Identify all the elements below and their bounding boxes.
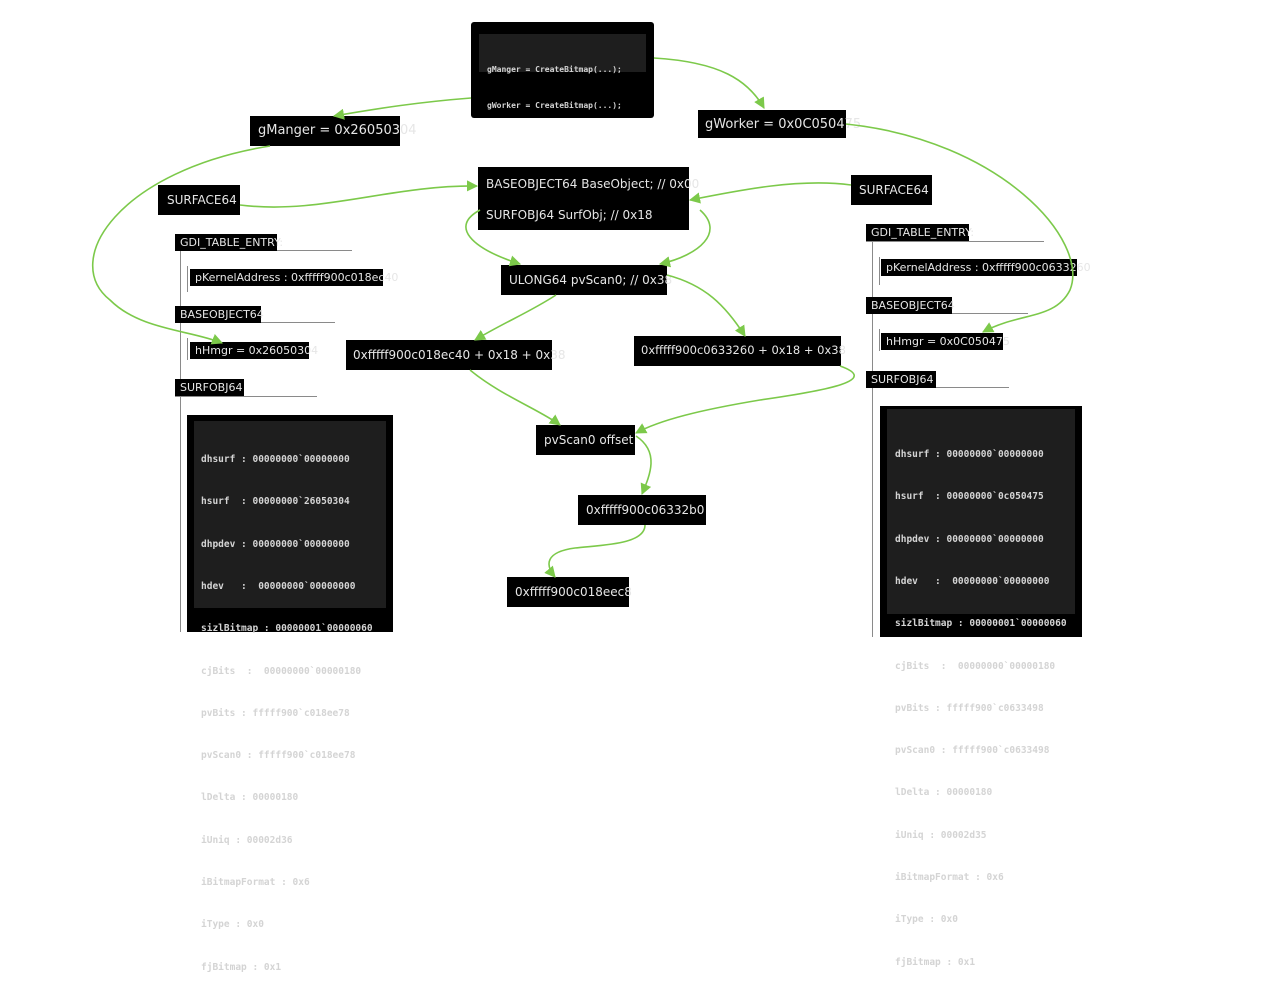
left-dump-dhsurf: dhsurf : 00000000`00000000 (201, 454, 350, 466)
right-baseobject64-label: BASEOBJECT64 (866, 297, 955, 314)
calc-right-node: 0xfffff900c0633260 + 0x18 + 0x38 (634, 336, 846, 366)
right-dump-cjbits: cjBits : 00000000`00000180 (895, 660, 1056, 672)
right-dump-ibitmapformat: iBitmapFormat : 0x6 (895, 872, 1004, 883)
arrow-calc-right-to-offset (635, 365, 855, 434)
surface64-right-node: SURFACE64 (851, 175, 932, 205)
right-dump-sizlbitmap: sizlBitmap : 00000001`00000060 (895, 618, 1067, 630)
code-line-gmanger: gManger = CreateBitmap(...); (487, 65, 622, 74)
left-hhmgr: hHmgr = 0x26050304 (190, 342, 318, 359)
left-dump-itype: iType : 0x0 (201, 919, 264, 931)
arrow-pvscan0-to-calc-right (666, 274, 746, 337)
left-dump-hdev: hdev : 00000000`00000000 (201, 581, 356, 593)
surface-struct-box: BASEOBJECT64 BaseObject; // 0x00 SURFOBJ… (478, 167, 699, 230)
left-dump-cjbits: cjBits : 00000000`00000180 (201, 665, 362, 677)
right-dump-pvbits: pvBits : fffff900`c0633498 (895, 702, 1044, 714)
right-dump-dhsurf: dhsurf : 00000000`00000000 (895, 449, 1044, 461)
right-tree-vline-1 (872, 241, 873, 637)
right-surfobj-dump: dhsurf : 00000000`00000000 hsurf : 00000… (887, 409, 1075, 968)
left-dump-frame: dhsurf : 00000000`00000000 hsurf : 00000… (187, 415, 393, 973)
manager-pvscan0-address-node: 0xfffff900c018eec8 (507, 577, 632, 607)
right-dump-hsurf: hsurf : 00000000`0c050475 (895, 491, 1044, 503)
left-dump-ibitmapformat: iBitmapFormat : 0x6 (201, 877, 310, 888)
left-dump-pvbits: pvBits : fffff900`c018ee78 (201, 707, 350, 719)
worker-pvscan0-address-node: 0xfffff900c06332b0 (578, 495, 706, 525)
left-dump-sizlbitmap: sizlBitmap : 00000001`00000060 (201, 623, 373, 635)
pvscan0-field-node: ULONG64 pvScan0; // 0x38 (501, 265, 672, 295)
left-dump-iuniq: iUniq : 00002d36 (201, 834, 293, 846)
arrow-calc-left-to-offset (469, 369, 561, 426)
right-tree-vline-3 (879, 329, 880, 351)
right-tree-hline-gdi (866, 241, 1044, 242)
arrow-surface64-right-to-struct (688, 182, 852, 204)
left-gdi-table-entry-label: GDI_TABLE_ENTRY: (175, 234, 283, 251)
baseobject-field: BASEOBJECT64 BaseObject; // 0x00 (486, 177, 700, 191)
right-dump-iuniq: iUniq : 00002d35 (895, 829, 987, 841)
left-dump-fjbitmap: fjBitmap : 0x1 (201, 961, 282, 973)
code-line-gworker: gWorker = CreateBitmap(...); (487, 101, 622, 110)
right-hhmgr: hHmgr = 0x0C050475 (881, 333, 1010, 350)
right-gdi-table-entry-label: GDI_TABLE_ENTRY: (866, 224, 974, 241)
left-pkerneladdress: pKernelAddress : 0xfffff900c018ec40 (190, 269, 398, 286)
left-dump-hsurf: hsurf : 00000000`26050304 (201, 496, 350, 508)
right-surfobj64-label: SURFOBJ64 (866, 371, 936, 388)
arrow-code-to-gworker (653, 57, 765, 109)
calc-left-node: 0xfffff900c018ec40 + 0x18 + 0x38 (346, 340, 566, 370)
arrow-surface64-left-to-struct (239, 180, 479, 208)
arrow-code-to-gmanger (332, 97, 472, 120)
right-tree-vline-2 (879, 257, 880, 285)
surface64-left-node: SURFACE64 (158, 185, 240, 215)
surfobj-field: SURFOBJ64 SurfObj; // 0x18 (486, 208, 653, 222)
arrow-worker-to-manager-address (544, 524, 646, 578)
left-surfobj64-label: SURFOBJ64 (175, 379, 244, 396)
right-dump-itype: iType : 0x0 (895, 914, 958, 926)
left-tree-hline-surfobj (175, 396, 317, 397)
left-dump-dhpdev: dhpdev : 00000000`00000000 (201, 538, 350, 550)
left-dump-ldelta: lDelta : 00000180 (201, 792, 299, 804)
left-dump-pvscan0: pvScan0 : fffff900`c018ee78 (201, 750, 356, 762)
arrow-pvscan0-to-calc-left (474, 294, 557, 341)
right-dump-dhpdev: dhpdev : 00000000`00000000 (895, 533, 1044, 545)
top-code-panel: gManger = CreateBitmap(...); gWorker = C… (479, 34, 646, 110)
top-code-box: gManger = CreateBitmap(...); gWorker = C… (471, 22, 654, 118)
gmanger-node: gManger = 0x26050304 (250, 116, 417, 146)
left-surfobj-dump: dhsurf : 00000000`00000000 hsurf : 00000… (194, 421, 386, 973)
right-dump-fjbitmap: fjBitmap : 0x1 (895, 956, 976, 968)
left-tree-vline-1 (180, 251, 181, 632)
right-dump-hdev: hdev : 00000000`00000000 (895, 576, 1050, 588)
right-dump-frame: dhsurf : 00000000`00000000 hsurf : 00000… (880, 406, 1082, 968)
pvscan0-offset-node: pvScan0 offset (536, 425, 635, 455)
gworker-node: gWorker = 0x0C050475 (698, 110, 861, 138)
left-baseobject64-label: BASEOBJECT64 (175, 306, 264, 323)
right-pkerneladdress: pKernelAddress : 0xfffff900c0633260 (881, 259, 1091, 276)
arrow-offset-to-worker-address (635, 435, 652, 496)
right-tree-hline-surfobj (866, 387, 1009, 388)
left-tree-vline-3 (187, 338, 188, 360)
left-tree-vline-2 (187, 266, 188, 292)
right-dump-ldelta: lDelta : 00000180 (895, 787, 993, 799)
right-dump-pvscan0: pvScan0 : fffff900`c0633498 (895, 745, 1050, 757)
